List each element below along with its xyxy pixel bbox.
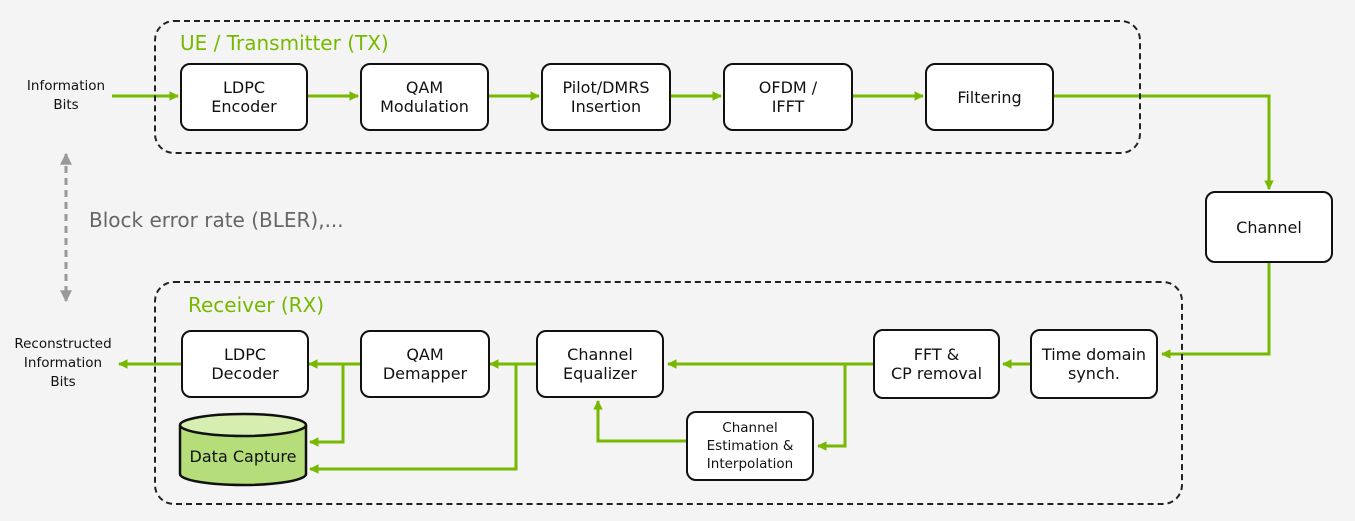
channel-equalizer-block: Channel Equalizer [536,330,664,398]
ldpc-decoder-block: LDPC Decoder [181,330,309,398]
tx-group [154,20,1141,154]
ldpc-encoder-block: LDPC Encoder [180,63,308,131]
arrow-demapper-to-capture [309,364,345,447]
rx-group [154,281,1183,505]
ofdm-ifft-block: OFDM / IFFT [723,63,853,131]
bler-metric-label: Block error rate (BLER),... [89,208,344,232]
data-capture-cylinder: Data Capture [178,412,308,487]
channel-block: Channel [1205,191,1333,263]
rx-title: Receiver (RX) [188,293,325,317]
filtering-block: Filtering [925,63,1054,131]
reconstructed-bits-label: Reconstructed Information Bits [14,336,112,390]
qam-demapper-block: QAM Demapper [360,330,490,398]
tx-title: UE / Transmitter (TX) [180,31,389,55]
fft-cp-removal-block: FFT & CP removal [873,329,1000,399]
arrow-fft-to-estimation [817,364,847,451]
arrow-filtering-to-channel [1053,94,1274,190]
information-bits-label: Information Bits [26,78,106,113]
pilot-dmrs-insertion-block: Pilot/DMRS Insertion [541,63,671,131]
time-domain-sync-block: Time domain synch. [1030,329,1158,399]
arrow-equalizer-to-capture [309,364,518,474]
arrow-estimation-to-equalizer [593,400,686,443]
channel-estimation-block: Channel Estimation & Interpolation [686,411,814,481]
qam-modulation-block: QAM Modulation [360,63,489,131]
data-capture-label: Data Capture [190,447,297,466]
arrow-channel-to-sync [1161,262,1271,359]
